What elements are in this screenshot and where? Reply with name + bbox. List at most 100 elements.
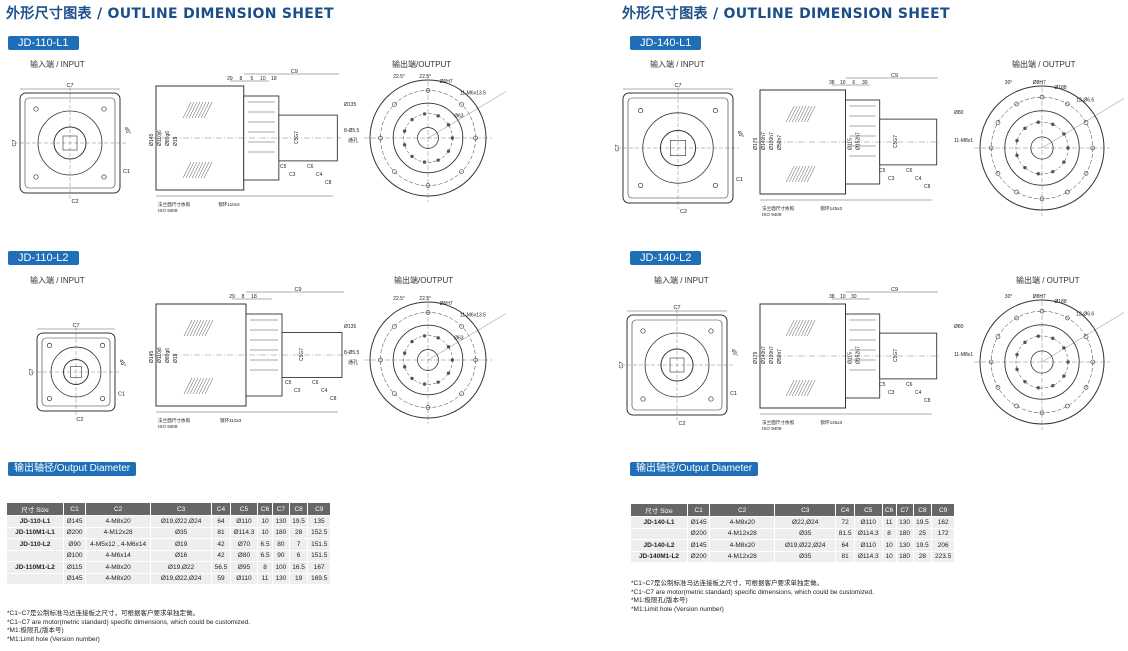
hatch-line bbox=[791, 379, 801, 397]
dimension-label: C5G7 bbox=[299, 348, 305, 361]
mount-hole bbox=[1065, 315, 1070, 321]
dimension-label: 45° bbox=[117, 358, 126, 368]
tapped-hole bbox=[436, 336, 440, 340]
dimension-label: 29 bbox=[229, 294, 235, 300]
dimension-cell: 19.5 bbox=[912, 539, 933, 552]
dimension-cell: 169.5 bbox=[307, 572, 331, 585]
hatch-line bbox=[189, 377, 199, 395]
table-header-cell: C2 bbox=[709, 503, 776, 517]
dimension-label: 11-M8x1 bbox=[954, 352, 973, 358]
bolt-hole bbox=[708, 328, 714, 334]
dimension-label: Ø80 bbox=[954, 324, 964, 330]
dimension-label: C5 bbox=[280, 164, 287, 170]
dimension-label: Ø100h7 bbox=[769, 346, 775, 364]
dimension-label: Ø100h7 bbox=[769, 132, 775, 150]
dimension-cell: 10 bbox=[881, 550, 897, 563]
right-output-diameter-tag: 输出轴径/Output Diameter bbox=[630, 462, 759, 476]
dimension-cell: 6.5 bbox=[257, 549, 273, 562]
hatch-line bbox=[791, 165, 801, 183]
table-header-cell: C7 bbox=[895, 503, 914, 517]
dimension-cell: 206 bbox=[931, 539, 955, 552]
note-line: *M1:Limit hole (Version number) bbox=[7, 635, 100, 643]
dimension-cell: 28 bbox=[288, 526, 309, 539]
dimension-label: Ø50h7 bbox=[777, 135, 783, 150]
dimension-cell: 4-M8x20 bbox=[709, 539, 776, 552]
tapped-hole bbox=[1051, 169, 1055, 174]
left-sheet-title: 外形尺寸图表 / OUTLINE DIMENSION SHEET bbox=[6, 6, 334, 22]
tapped-hole bbox=[1015, 367, 1019, 372]
dimension-cell: 19.5 bbox=[288, 515, 309, 528]
dimension-label: 8 bbox=[242, 294, 245, 300]
dimension-label: C5G7 bbox=[893, 349, 899, 362]
hatch-line bbox=[201, 377, 211, 395]
tapped-hole bbox=[422, 382, 427, 386]
hatch-line bbox=[800, 319, 810, 337]
dimension-label: Ø179 bbox=[753, 138, 759, 150]
tapped-hole bbox=[422, 334, 427, 338]
dimension-cell: Ø19 bbox=[150, 538, 213, 551]
hatch-line bbox=[195, 319, 205, 337]
dimension-cell: 64 bbox=[211, 515, 231, 528]
dimension-cell: 180 bbox=[895, 550, 914, 563]
dimension-label: 29 bbox=[227, 76, 233, 82]
dimension-label: C2 bbox=[680, 209, 687, 215]
dimension-label: C9 bbox=[891, 73, 898, 79]
dimension-label: C7 bbox=[12, 139, 18, 146]
dimension-label: Ø80g6 bbox=[165, 348, 171, 363]
tapped-hole bbox=[436, 114, 440, 118]
table-header-cell: C1 bbox=[62, 502, 87, 516]
section-hatch bbox=[182, 101, 213, 179]
hatch-line bbox=[192, 377, 202, 395]
bolt-hole bbox=[99, 395, 106, 402]
dimension-cell: Ø35 bbox=[774, 550, 837, 563]
tapped-hole bbox=[446, 123, 451, 127]
note-line: *C1~C7是公制标准马达连接板之尺寸，可根据客户要求单独定做。 bbox=[7, 610, 199, 617]
dimension-cell: Ø145 bbox=[62, 572, 87, 585]
dimension-label: 10 bbox=[840, 80, 846, 86]
dimension-cell: 56.5 bbox=[211, 561, 231, 574]
tapped-hole bbox=[1036, 386, 1040, 390]
hatch-line bbox=[803, 379, 813, 397]
dimension-cell: Ø145 bbox=[62, 515, 87, 528]
bolt-hole bbox=[101, 174, 107, 180]
hatch-line bbox=[200, 161, 210, 179]
bolt-hole bbox=[101, 106, 107, 112]
dimension-cell: 223.5 bbox=[931, 550, 955, 563]
dimension-label: C4 bbox=[316, 172, 323, 178]
hatch-line bbox=[797, 165, 807, 183]
dimension-label: Ø110j6 bbox=[157, 347, 163, 363]
hatch-line bbox=[204, 377, 214, 395]
dimension-cell: 180 bbox=[271, 526, 290, 539]
table-header-cell: C7 bbox=[271, 502, 290, 516]
motor-flange bbox=[845, 99, 881, 185]
dimension-label: C1 bbox=[123, 169, 130, 175]
hatch-line bbox=[200, 101, 210, 119]
section-hatch bbox=[785, 319, 816, 397]
mount-hole bbox=[459, 102, 464, 107]
size-cell: JD-110M1-L1 bbox=[6, 526, 64, 539]
hatch-line bbox=[785, 319, 795, 337]
dimension-cell: Ø110 bbox=[229, 515, 259, 528]
dimension-label: ISO 9409 bbox=[762, 212, 782, 217]
right-model-1-input-label: 输入端 / INPUT bbox=[650, 60, 705, 69]
dimension-label: C1 bbox=[730, 391, 737, 397]
hatch-line bbox=[189, 319, 199, 337]
dimension-cell: Ø110 bbox=[229, 572, 259, 585]
table-header-cell: C1 bbox=[686, 503, 711, 517]
mount-hole bbox=[459, 324, 464, 329]
hatch-line bbox=[185, 101, 195, 119]
size-cell bbox=[630, 527, 688, 540]
dimension-label: Ø140h7 bbox=[761, 346, 767, 364]
dimension-label: C7 bbox=[66, 83, 73, 89]
dimension-cell: 16.5 bbox=[288, 561, 309, 574]
mount-hole bbox=[1083, 171, 1089, 176]
